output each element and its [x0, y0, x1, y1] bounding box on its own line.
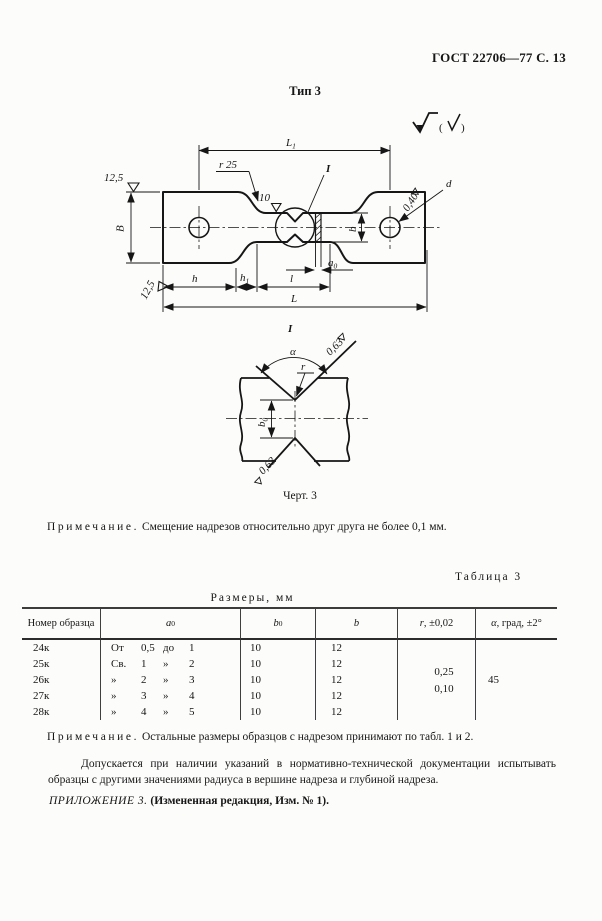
dim-label-a0: a0 — [328, 257, 338, 271]
table-row-cell: 27к — [33, 690, 50, 702]
roughness-063-top-group: 0,63 — [324, 332, 346, 358]
surface-finish-symbol: ( ) — [412, 112, 465, 134]
page-header: ГОСТ 22706—77 С. 13 — [432, 50, 566, 65]
table-caption: Таблица 3 — [455, 571, 523, 583]
dim-label-h1: h1 — [240, 272, 249, 286]
table-note: Примечание. Остальные размеры образцов с… — [47, 731, 582, 743]
table-row-cell: 12 — [315, 656, 397, 672]
table-row-cell: 28к — [33, 706, 50, 718]
cell-alpha-merged: 45 — [475, 640, 557, 720]
table-row-cell: 10 — [240, 688, 315, 704]
appendix-line: ПРИЛОЖЕНИЕ 3. (Измененная редакция, Изм.… — [49, 795, 329, 807]
col-header-alpha: α, град, ±2° — [475, 607, 557, 640]
table-row-cell: 12 — [315, 640, 397, 656]
roughness-triangle-notch — [270, 202, 282, 213]
table-row-cell: »2»3 — [100, 672, 240, 688]
table-row-cell: 12 — [315, 672, 397, 688]
table-row-cell: 10 — [240, 656, 315, 672]
table-row-cell: 12 — [315, 688, 397, 704]
surface-paren-open: ( — [439, 122, 443, 134]
col-header-specimen: Номер образца — [22, 607, 100, 640]
table-row-cell: 26к — [33, 674, 50, 686]
dim-label-L: L — [290, 293, 297, 305]
radius-leader — [296, 372, 306, 397]
roughness-12-5-bottom: 12,5 — [138, 278, 158, 301]
roughness-hole-group: 0,40 — [400, 187, 421, 214]
table-row-cell: 24к — [33, 642, 50, 654]
radius-label: r — [301, 361, 306, 373]
technical-drawing: ( ) L1 В 12,5 12,5 r 25 — [104, 112, 465, 485]
figure-note-label: Примечание. — [47, 521, 140, 533]
table-row-cell: »4»5 — [100, 704, 240, 720]
alpha-arc — [260, 357, 328, 375]
table-row-cell: 12 — [315, 704, 397, 720]
table-row-cell: 10 — [240, 640, 315, 656]
figure-note: Примечание. Смещение надрезов относитель… — [47, 521, 572, 533]
dim-label-L1: L1 — [285, 137, 296, 151]
table-row-cell: 10 — [240, 704, 315, 720]
body-paragraph: Допускается при наличии указаний в норма… — [48, 758, 556, 786]
detail-view-title: I — [287, 323, 293, 335]
table-row-cell: Св.1»2 — [100, 656, 240, 672]
table-units-title: Размеры, мм — [210, 592, 295, 604]
figure-note-text: Смещение надрезов относительно друг друг… — [141, 521, 447, 533]
r25-leader — [248, 171, 259, 202]
roughness-12-5-top: 12,5 — [104, 172, 124, 184]
bottom-extension-lines — [162, 244, 428, 312]
table-row-cell: »3»4 — [100, 688, 240, 704]
surface-paren-close: ) — [461, 122, 465, 134]
detail-ref-leader — [307, 174, 325, 213]
B-extension-lines — [126, 191, 160, 264]
dim-label-d: d — [446, 178, 452, 190]
appendix-title: ПРИЛОЖЕНИЕ 3. — [49, 795, 148, 807]
roughness-10-label: 10 — [259, 192, 271, 204]
detail-view-block — [238, 340, 357, 469]
dim-label-b0: b0 — [256, 418, 270, 428]
b0-extension-lines — [260, 399, 293, 439]
figure-caption: Черт. 3 — [283, 490, 317, 502]
d-leader — [398, 189, 444, 222]
appendix-note: (Измененная редакция, Изм. № 1). — [150, 795, 329, 807]
hole-centerlines — [198, 206, 391, 249]
table-row-cell: 10 — [240, 672, 315, 688]
table-note-text: Остальные размеры образцов с надрезом пр… — [141, 731, 474, 743]
dim-label-B: В — [115, 225, 127, 232]
alpha-label: α — [290, 346, 296, 358]
a0-extension-lines — [315, 242, 322, 267]
detail-ref-label: I — [325, 163, 331, 175]
b-extension-lines — [322, 212, 368, 243]
fillet-radius-label: r 25 — [219, 159, 238, 171]
col-header-r: r, ±0,02 — [397, 607, 475, 640]
dim-label-b: b — [347, 226, 359, 232]
roughness-triangle-top — [126, 182, 141, 193]
roughness-0-63-bottom: 0,63 — [257, 455, 279, 478]
specimen-outline — [162, 191, 426, 264]
type-title: Тип 3 — [289, 84, 321, 98]
table-note-label: Примечание. — [47, 731, 140, 743]
dim-label-l: l — [290, 273, 293, 285]
col-header-b: b — [315, 607, 397, 640]
table-row-cell: 25к — [33, 658, 50, 670]
dim-label-h: h — [192, 273, 198, 285]
